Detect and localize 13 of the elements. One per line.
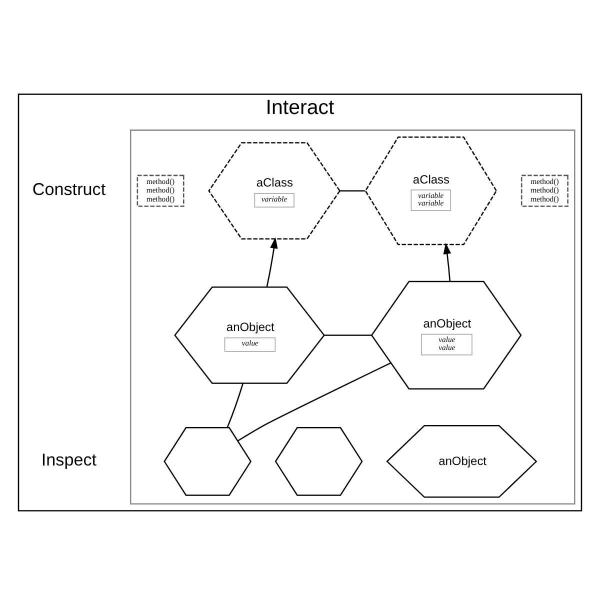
connector <box>238 362 392 441</box>
connector <box>324 334 372 336</box>
connector <box>226 382 244 428</box>
label: Construct <box>32 180 106 199</box>
node-hexagon <box>164 426 252 496</box>
arrow <box>266 236 278 287</box>
node-box: method() method() method() <box>520 174 568 206</box>
node-hexagon <box>274 426 363 496</box>
label: Inspect <box>41 450 97 470</box>
cluster <box>130 129 576 504</box>
connector <box>340 190 366 191</box>
node-box: method() method() method() <box>136 174 184 206</box>
arrow <box>443 242 452 281</box>
